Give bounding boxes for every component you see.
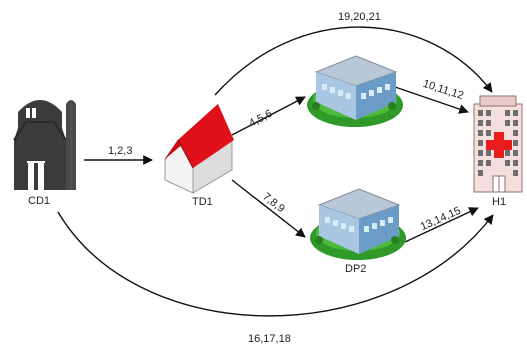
building-bottom-icon	[310, 188, 406, 260]
node-label-cd1: CD1	[28, 195, 50, 207]
edge-cd1-h1-bottom	[57, 211, 494, 317]
edge-td1-dp1	[231, 96, 306, 136]
barn-silo-icon	[13, 100, 76, 190]
edge-dp2-h1	[404, 207, 479, 243]
node-label-dp2: DP2	[345, 263, 366, 275]
edge-td1-dp2	[231, 179, 306, 238]
house-red-roof-icon	[164, 104, 234, 194]
edge-label-cd1-h1-bottom: 16,17,18	[248, 333, 291, 345]
edge-label-dp2-h1: 13,14,15	[419, 205, 463, 233]
node-label-h1: H1	[492, 196, 506, 208]
node-label-td1: TD1	[192, 196, 213, 208]
edge-label-td1-h1-top: 19,20,21	[338, 11, 381, 23]
edge-label-cd1-td1: 1,2,3	[108, 145, 132, 157]
building-top-icon	[307, 55, 403, 127]
hospital-icon	[473, 95, 523, 193]
edge-label-td1-dp1: 4,5,6	[247, 108, 274, 130]
edge-td1-h1-top	[214, 26, 493, 96]
edge-dp1-h1	[394, 86, 469, 114]
edge-label-td1-dp2: 7,8,9	[260, 191, 287, 216]
